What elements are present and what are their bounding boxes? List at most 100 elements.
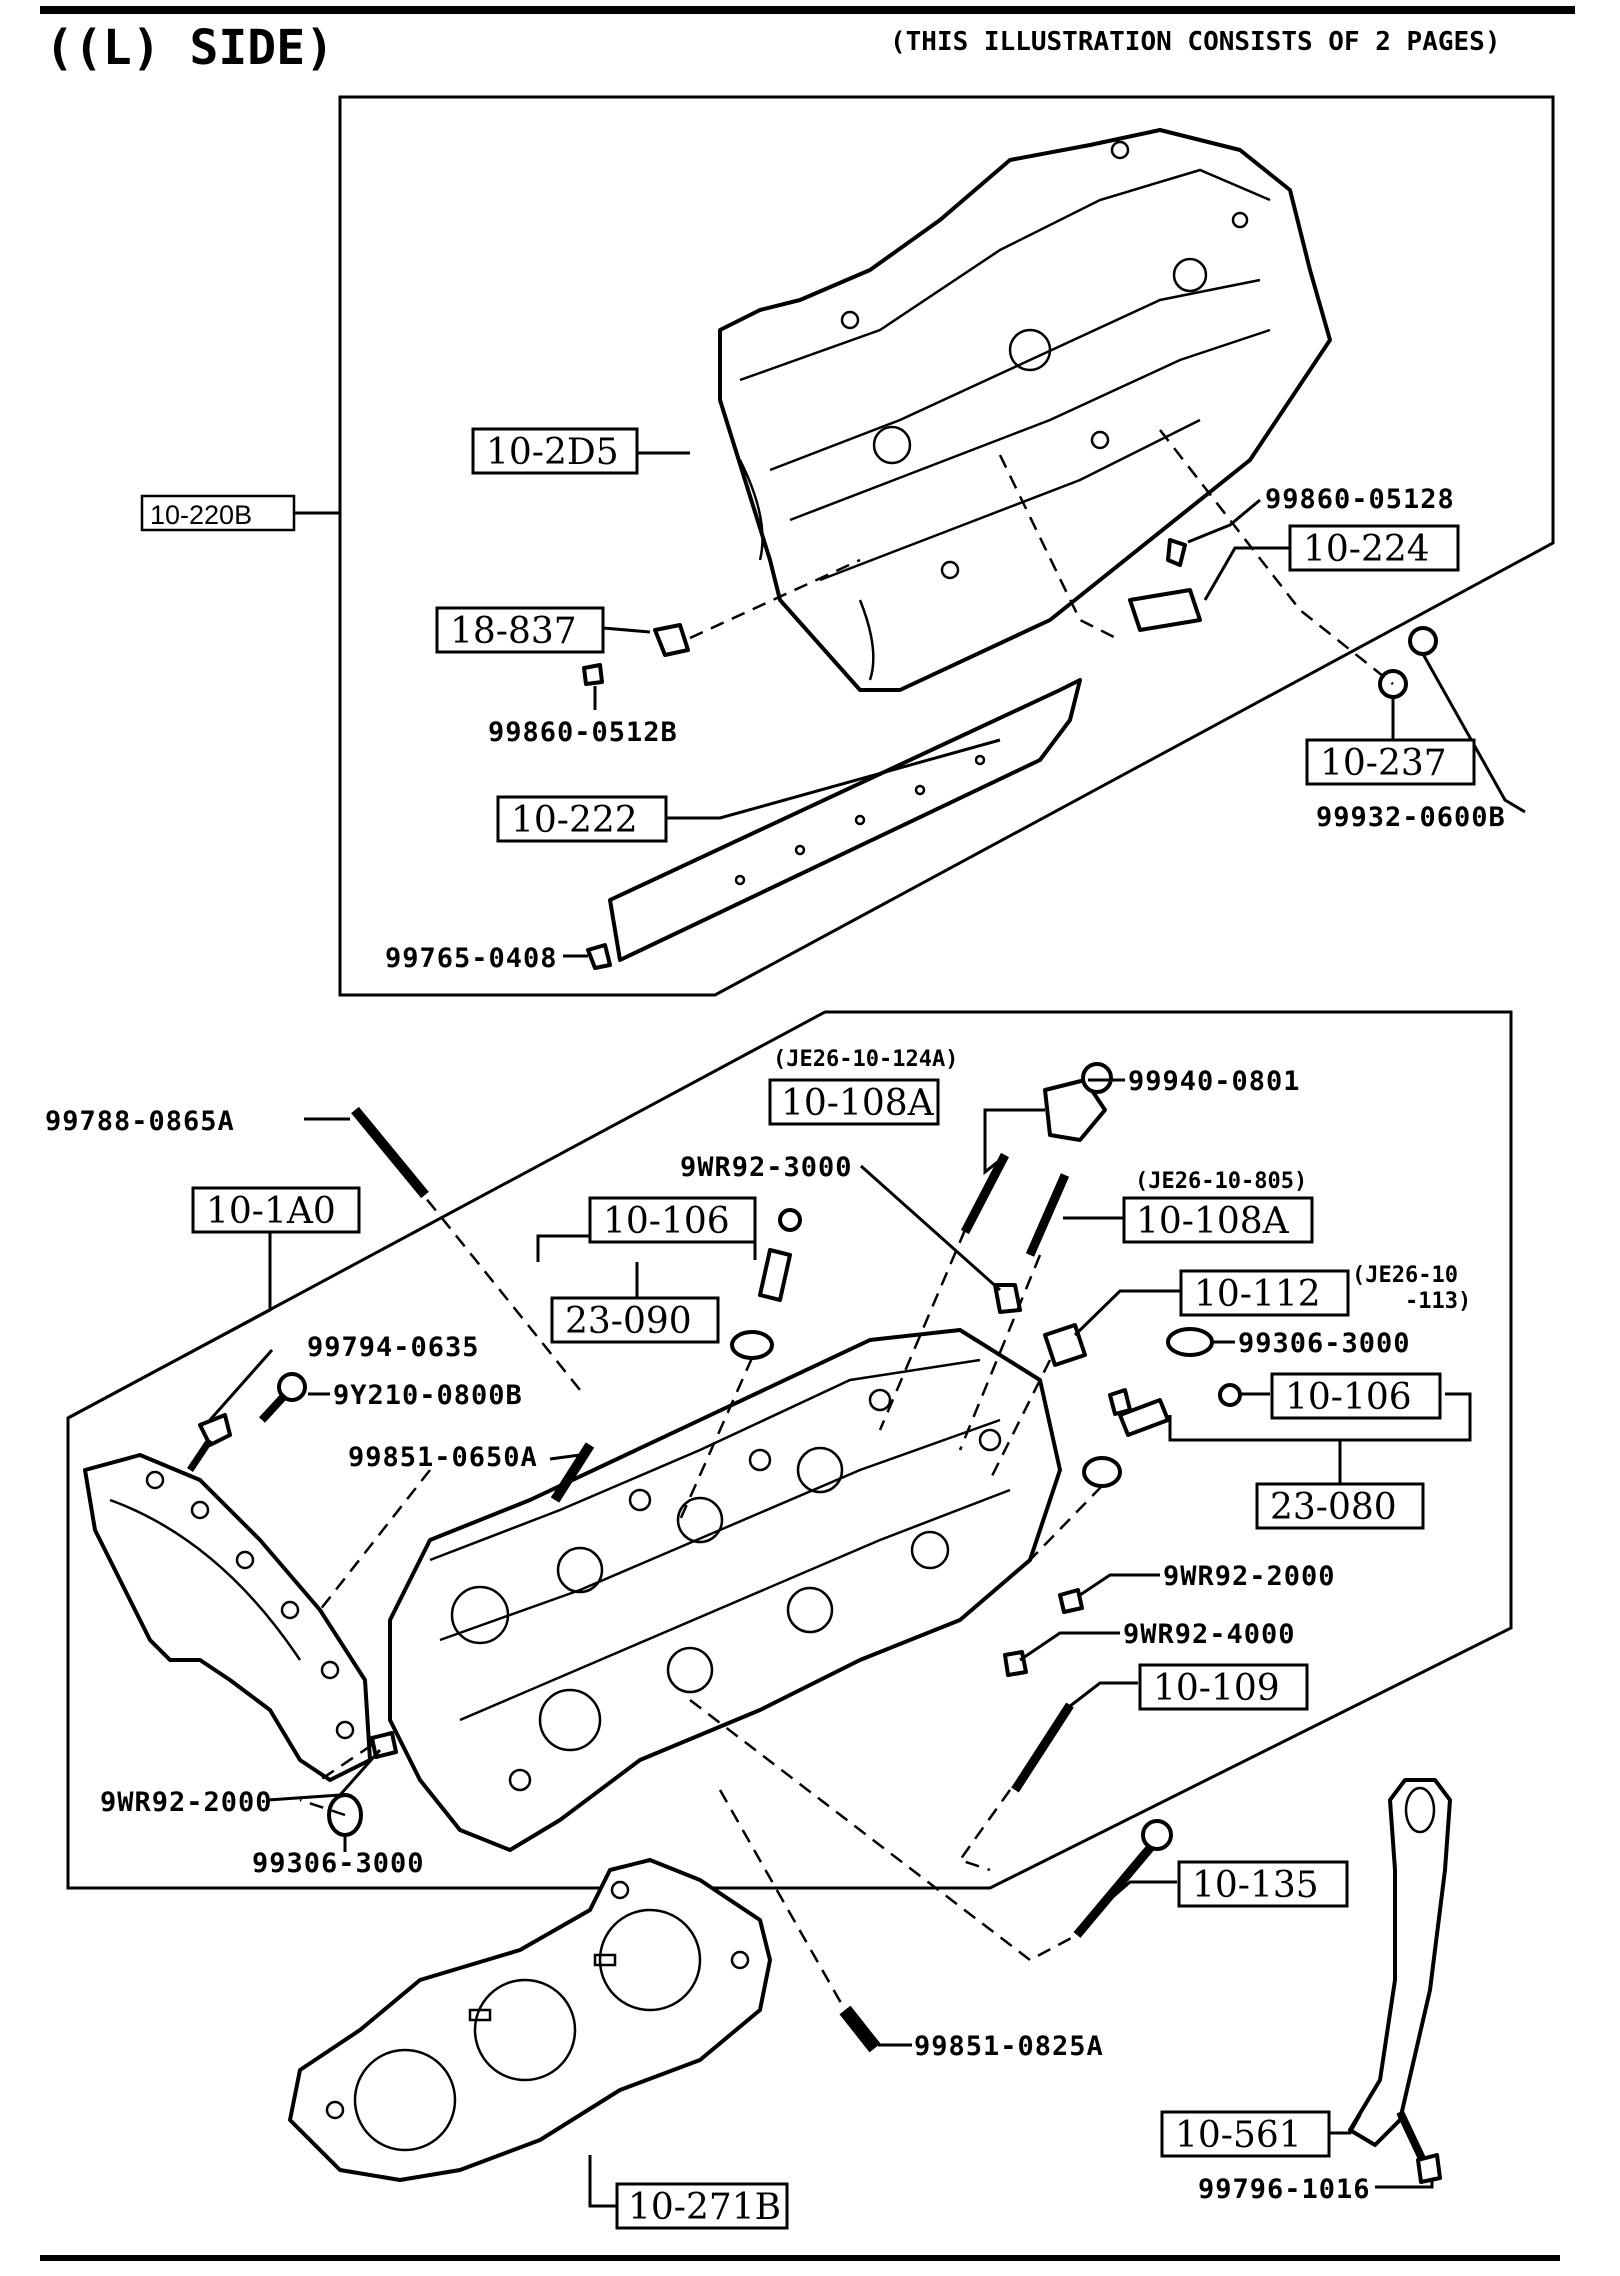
stud-10-108A-a — [961, 1152, 1009, 1235]
callout-box-18-837 — [435, 606, 605, 654]
leader-10-135 — [1099, 1880, 1177, 1910]
callout-10-1A0: 10-1A0 — [206, 1191, 336, 1232]
callout-10-106-a: 10-106 — [603, 1201, 730, 1242]
bolt-99794-0635 — [187, 1413, 232, 1472]
callout-box-23-080 — [1255, 1482, 1425, 1530]
head-group-frame — [66, 1010, 1513, 1890]
leader-10-561 — [1329, 2114, 1362, 2135]
valve-seal-23-090 — [730, 1330, 774, 1360]
callout-18-837: 18-837 — [450, 611, 577, 652]
callout-9WR92-3000: 9WR92-3000 — [680, 1152, 853, 1183]
callout-box-10-224 — [1288, 524, 1460, 572]
callout-box-10-222 — [496, 795, 668, 843]
dash-cap-b — [299, 1798, 346, 1817]
bolt-9Y210-0800B — [259, 1372, 307, 1423]
dowel-99851-0825A — [839, 2005, 881, 2053]
leader-10-224 — [1203, 546, 1290, 601]
callout-99765-0408: 99765-0408 — [385, 943, 558, 974]
callout-10-135: 10-135 — [1192, 1865, 1319, 1906]
callout-10-106-b: 10-106 — [1285, 1377, 1412, 1418]
dash-bolt-a — [319, 1469, 431, 1611]
leader-9WR92-4000 — [1019, 1631, 1120, 1662]
leader-9WR92-2000-b — [267, 1749, 382, 1802]
callout-box-10-135 — [1177, 1860, 1349, 1908]
leader-18-837 — [602, 626, 651, 634]
callout-10-271B: 10-271B — [628, 2187, 781, 2228]
callout-box-10-106-a — [588, 1196, 757, 1244]
callout-99860-0512B: 99860-0512B — [488, 717, 678, 748]
callout-box-10-1A0 — [191, 1186, 361, 1234]
spark-plug-seal — [1128, 588, 1202, 632]
bolt-10-135 — [1073, 1819, 1173, 1938]
dash-stud — [354, 1109, 581, 1391]
leader-10-112 — [1073, 1289, 1180, 1337]
dash-plug — [998, 454, 1121, 642]
cover-gasket — [608, 678, 1082, 962]
timing-plate — [83, 1453, 372, 1782]
callout-JE26-10-113-b: -113) — [1405, 1289, 1471, 1314]
page-title: ((L) SIDE) — [45, 20, 334, 76]
cover-group-frame — [338, 95, 1555, 997]
dash-stud-109 — [957, 1789, 1012, 1872]
callout-99306-3000-a: 99306-3000 — [1238, 1328, 1411, 1359]
callout-99851-0650A: 99851-0650A — [348, 1442, 538, 1473]
dash-seal-b — [1029, 1485, 1103, 1561]
callout-10-224: 10-224 — [1303, 529, 1430, 570]
callout-10-108A-b: 10-108A — [1136, 1201, 1290, 1242]
dash-dowel — [718, 1789, 847, 2011]
callout-99306-3000-b: 99306-3000 — [252, 1848, 425, 1879]
dowel-99851-0650A — [550, 1442, 595, 1503]
leader-99794-0635 — [208, 1349, 274, 1421]
leader-99932-0600B — [1421, 653, 1526, 814]
callout-box-10-108A-b — [1122, 1196, 1314, 1244]
callout-99796-1016: 99796-1016 — [1198, 2174, 1371, 2205]
callout-box-10-2D5 — [471, 427, 639, 475]
plug-9WR92-2000-a — [1058, 1588, 1084, 1614]
leader-10-1A0 — [67, 1232, 272, 1420]
callout-9WR92-2000-b: 9WR92-2000 — [100, 1787, 273, 1818]
callout-JE26-10-113-a: (JE26-10 — [1352, 1263, 1458, 1288]
cylinder-head — [388, 1328, 1062, 1852]
leader-9WR92-3000 — [860, 1164, 1001, 1292]
leader-10-108A-a — [983, 1108, 1045, 1176]
engine-hanger — [1348, 1778, 1452, 2147]
cylinder-head-cover — [718, 128, 1332, 692]
page-note: (THIS ILLUSTRATION CONSISTS OF 2 PAGES) — [890, 27, 1500, 57]
clip-18-837 — [582, 623, 690, 686]
dash-bolt-135 — [689, 1699, 1078, 1962]
callout-10-237: 10-237 — [1320, 743, 1447, 784]
callout-9Y210-0800B: 9Y210-0800B — [333, 1380, 523, 1411]
stud-10-108A-b — [1025, 1173, 1070, 1257]
leader-99851-0650A — [549, 1453, 581, 1461]
callout-box-10-109 — [1138, 1663, 1309, 1711]
bolt-99796-1016 — [1396, 2110, 1442, 2184]
callout-box-10-108A-a — [768, 1078, 940, 1126]
plug-9WR92-3000 — [993, 1283, 1022, 1314]
plug-9WR92-4000 — [1003, 1650, 1028, 1677]
leader-10-109 — [1064, 1681, 1138, 1712]
valve-seal-23-080 — [1082, 1456, 1122, 1488]
callout-box-10-271B — [615, 2182, 789, 2230]
callout-10-222: 10-222 — [511, 800, 638, 841]
callout-10-112: 10-112 — [1194, 1274, 1321, 1315]
leader-99860-05128 — [1187, 498, 1261, 544]
callout-JE26-10-805: (JE26-10-805) — [1135, 1169, 1307, 1194]
group-label: 10-220B — [150, 500, 252, 530]
bracket-10-106-b — [1168, 1392, 1472, 1442]
group-label-box — [140, 494, 296, 532]
callout-10-109: 10-109 — [1153, 1668, 1280, 1709]
leader-10-271B — [588, 2155, 617, 2208]
callout-9WR92-2000-a: 9WR92-2000 — [1163, 1561, 1336, 1592]
valve-10-106-b — [1108, 1383, 1242, 1437]
dash-plug-b — [319, 1743, 373, 1782]
callout-99860-05128: 99860-05128 — [1265, 484, 1455, 515]
callout-box-10-112 — [1179, 1269, 1350, 1317]
callout-box-10-237 — [1305, 738, 1476, 786]
cap-99306-3000-a — [1166, 1327, 1214, 1357]
bolt-99860-05128 — [1166, 538, 1187, 567]
stud-10-109 — [1011, 1702, 1074, 1793]
callout-23-080: 23-080 — [1270, 1487, 1397, 1528]
callout-box-23-090 — [550, 1296, 720, 1344]
leader-99796-1016 — [1375, 2180, 1434, 2189]
